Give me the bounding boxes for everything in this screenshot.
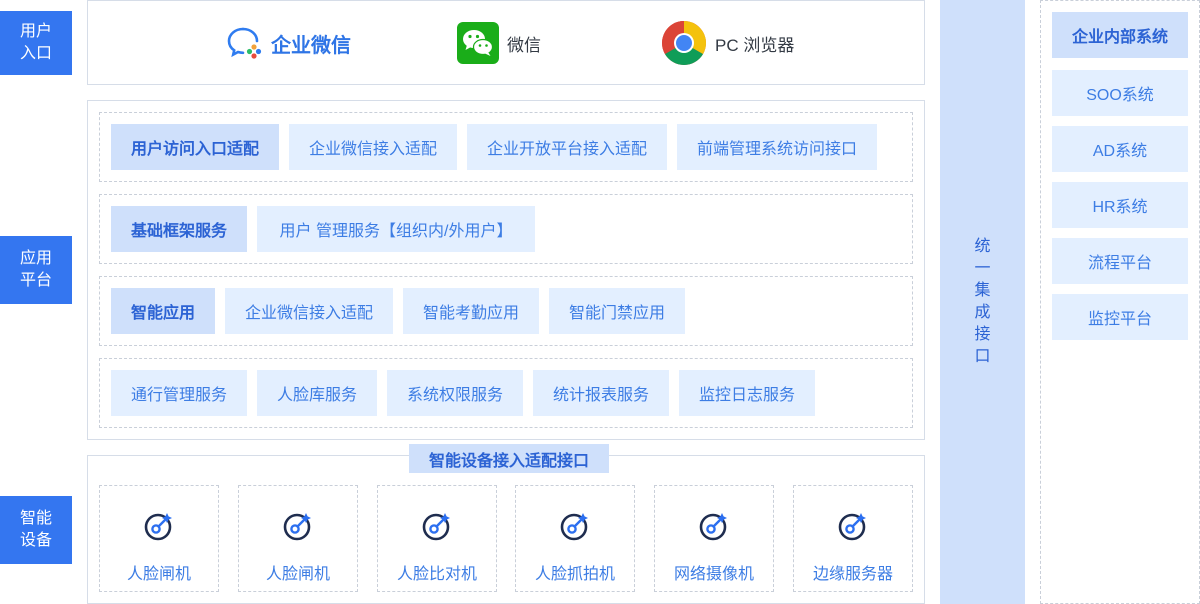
chip-base-framework: 基础框架服务 xyxy=(111,206,247,252)
chip-smart-apps: 智能应用 xyxy=(111,288,215,334)
system-workflow: 流程平台 xyxy=(1052,238,1188,284)
device-label: 人脸抓拍机 xyxy=(534,566,615,583)
chip-open-platform-adapter: 企业开放平台接入适配 xyxy=(467,124,667,170)
side-tag-app-platform: 应用平台 xyxy=(0,236,72,304)
side-tag-line: 智能 xyxy=(19,510,52,527)
device-label: 人脸比对机 xyxy=(396,566,477,583)
platform-row-smart-apps xyxy=(99,276,913,346)
entry-label: PC 浏览器 xyxy=(715,35,795,55)
wecom-icon xyxy=(227,27,262,59)
side-tag-line: 用户 xyxy=(19,23,52,40)
platform-row-framework xyxy=(99,194,913,264)
device-interface-label: 智能设备接入适配接口 xyxy=(409,444,609,473)
device-label: 网络摄像机 xyxy=(673,566,754,583)
device-card: 人脸闸机 xyxy=(238,485,358,592)
device-card: 边缘服务器 xyxy=(793,485,913,592)
internal-systems-title: 企业内部系统 xyxy=(1052,12,1188,58)
chip-frontend-admin-interface: 前端管理系统访问接口 xyxy=(677,124,877,170)
platform-row-services xyxy=(99,358,913,428)
device-label: 边缘服务器 xyxy=(812,566,893,583)
chip-wecom-adapter: 企业微信接入适配 xyxy=(289,124,457,170)
side-tag-smart-devices: 智能设备 xyxy=(0,496,72,564)
camera-lens-icon xyxy=(283,513,311,541)
camera-lens-icon xyxy=(838,513,866,541)
chip-user-management: 用户 管理服务【组织内/外用户】 xyxy=(257,206,535,252)
chip-face-library: 人脸库服务 xyxy=(257,370,377,416)
camera-lens-icon xyxy=(144,513,172,541)
device-card: 网络摄像机 xyxy=(654,485,774,592)
chip-user-access-adapter: 用户访问入口适配 xyxy=(111,124,279,170)
side-tag-line: 平台 xyxy=(19,272,52,289)
camera-lens-icon xyxy=(699,513,727,541)
side-tag-line: 入口 xyxy=(19,45,52,62)
device-label: 人脸闸机 xyxy=(265,566,330,583)
side-tag-line: 设备 xyxy=(19,532,52,549)
chip-pass-management: 通行管理服务 xyxy=(111,370,247,416)
integration-column-label: 统一集成接口 xyxy=(974,238,991,365)
chrome-icon xyxy=(662,21,706,65)
entry-wechat: 微信 xyxy=(457,21,541,65)
side-tag-line: 应用 xyxy=(19,250,52,267)
chip-report-service: 统计报表服务 xyxy=(533,370,669,416)
camera-lens-icon xyxy=(560,513,588,541)
entry-pc-browser: PC 浏览器 xyxy=(661,21,794,65)
integration-column: 统一集成接口 xyxy=(940,0,1025,604)
side-tag-user-entry: 用户入口 xyxy=(0,11,72,75)
device-label: 人脸闸机 xyxy=(126,566,191,583)
device-card: 人脸比对机 xyxy=(377,485,497,592)
chip-permission-service: 系统权限服务 xyxy=(387,370,523,416)
wechat-icon xyxy=(457,22,499,64)
platform-row-access xyxy=(99,112,913,182)
device-card: 人脸抓拍机 xyxy=(515,485,635,592)
system-monitoring: 监控平台 xyxy=(1052,294,1188,340)
chip-wecom-adapter-2: 企业微信接入适配 xyxy=(225,288,393,334)
chip-attendance-app: 智能考勤应用 xyxy=(403,288,539,334)
system-ad: AD系统 xyxy=(1052,126,1188,172)
system-soo: SOO系统 xyxy=(1052,70,1188,116)
system-hr: HR系统 xyxy=(1052,182,1188,228)
entry-label: 微信 xyxy=(507,35,541,55)
chip-access-control-app: 智能门禁应用 xyxy=(549,288,685,334)
chip-monitor-log-service: 监控日志服务 xyxy=(679,370,815,416)
user-entry-panel: 企业微信 微信 PC 浏览器 xyxy=(87,0,925,85)
camera-lens-icon xyxy=(422,513,450,541)
entry-wecom: 企业微信 xyxy=(227,21,351,65)
entry-label: 企业微信 xyxy=(271,34,351,57)
device-card: 人脸闸机 xyxy=(99,485,219,592)
